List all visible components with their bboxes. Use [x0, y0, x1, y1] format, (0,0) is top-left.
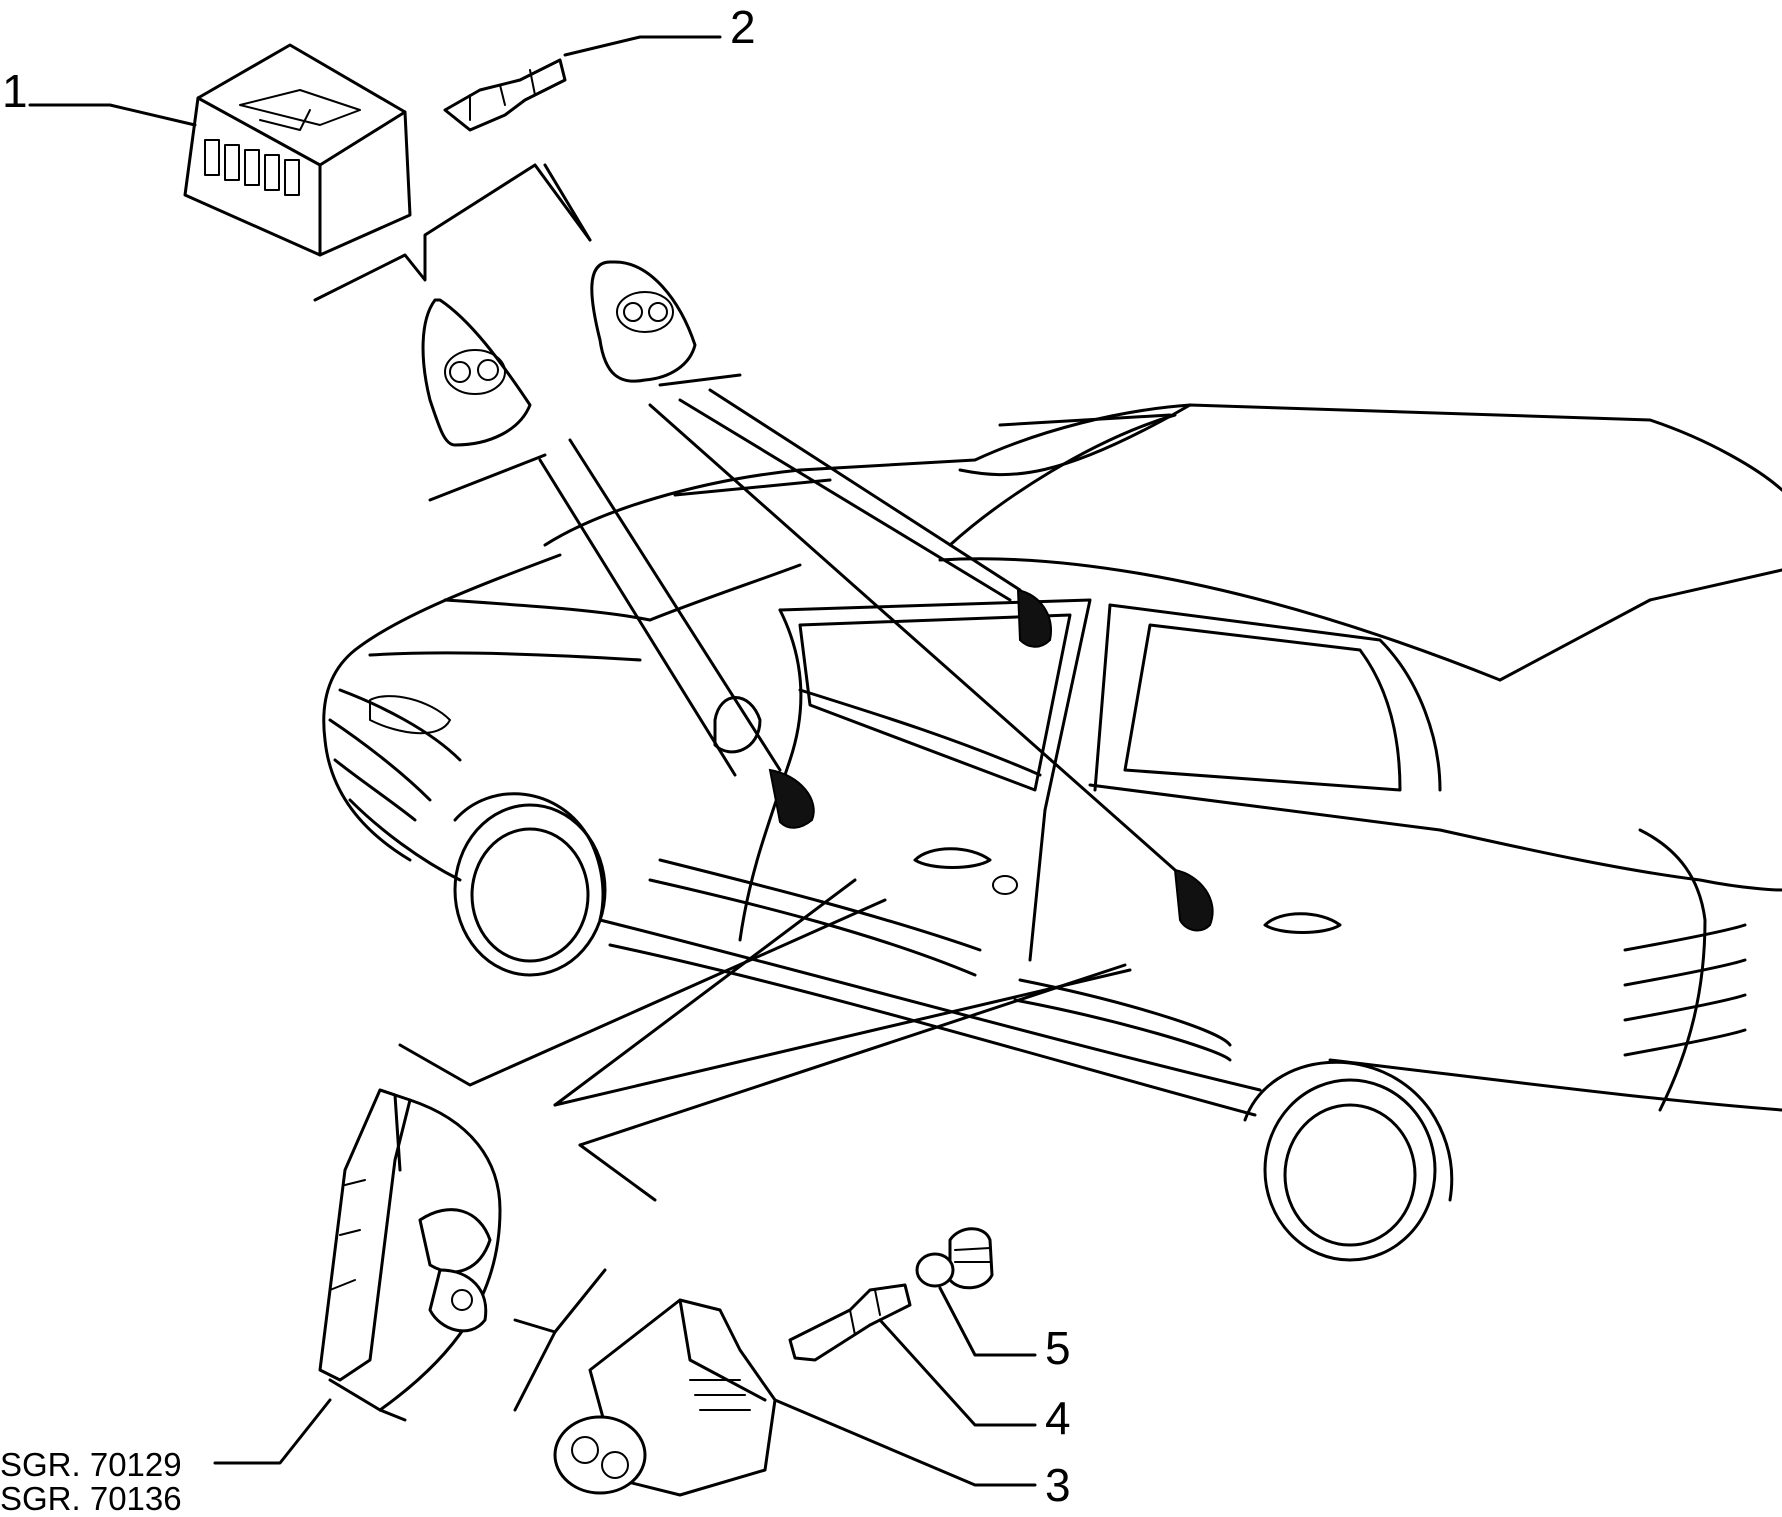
crimp-terminal-part-4 — [788, 1283, 912, 1362]
window-switch-right — [590, 260, 697, 383]
callout-leader-lines — [28, 35, 1037, 1487]
callout-label-4: 4 — [1045, 1392, 1071, 1444]
window-regulator-assembly — [318, 1088, 502, 1422]
car-illustration — [322, 403, 1782, 1262]
callout-label-1: 1 — [2, 65, 28, 117]
callout-label-3: 3 — [1045, 1459, 1071, 1511]
terminal-part-2 — [443, 58, 567, 132]
reference-label-sgr-70136: SGR. 70136 — [0, 1480, 182, 1517]
callout-label-5: 5 — [1045, 1322, 1071, 1374]
motor-connector-part-3 — [553, 1298, 777, 1497]
window-switch-left — [421, 298, 532, 447]
connector-housing-part-1 — [183, 43, 412, 257]
callout-label-2: 2 — [730, 1, 756, 53]
seal-part-5 — [915, 1227, 994, 1290]
regulator-leader-lines — [398, 878, 1132, 1202]
regulator-bracket-lines — [513, 1268, 607, 1412]
switch-locations — [768, 588, 1214, 932]
switch-bracket-lines — [313, 163, 592, 302]
switch-leader-lines — [428, 373, 1177, 872]
reference-label-sgr-70129: SGR. 70129 — [0, 1446, 182, 1483]
